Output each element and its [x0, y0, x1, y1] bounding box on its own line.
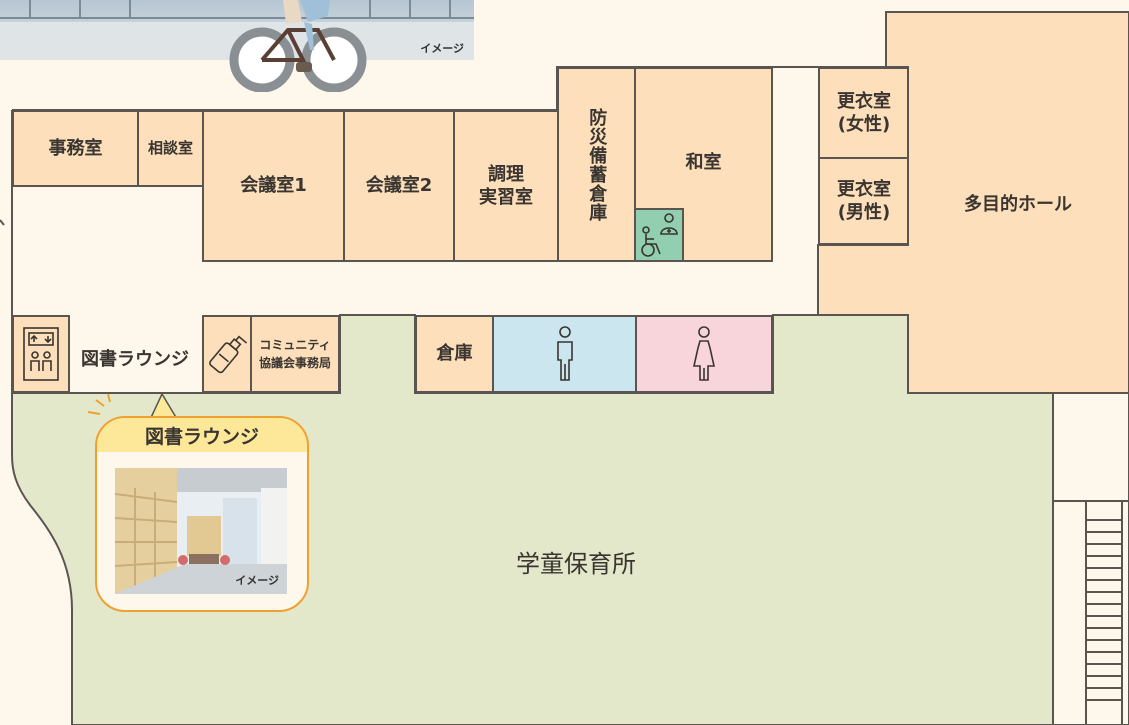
- room-kaigi1[interactable]: 会議室1: [202, 110, 345, 262]
- library-callout: 図書ラウンジ イメージ: [95, 416, 309, 612]
- mens-toilet-icon: [556, 326, 573, 381]
- elevator-icon: [23, 327, 59, 381]
- hand-sanitizer-icon: [209, 335, 247, 374]
- room-bousai[interactable]: 防災備蓄倉庫: [557, 67, 636, 262]
- library-label[interactable]: 図書ラウンジ: [81, 349, 189, 370]
- elevator[interactable]: [12, 315, 70, 393]
- room-label: 相談室: [147, 138, 193, 157]
- hand-sanitizer-station: [202, 315, 252, 393]
- mens-toilet[interactable]: [492, 315, 637, 393]
- room-jimushitsu[interactable]: 事務室: [12, 110, 139, 187]
- womens-toilet[interactable]: [635, 315, 773, 393]
- room-koui-men[interactable]: 更衣室 (男性): [818, 157, 910, 245]
- room-label: 事務室: [48, 137, 103, 159]
- room-label-line1: 更衣室: [837, 90, 891, 112]
- callout-title: 図書ラウンジ: [144, 425, 259, 448]
- accessible-toilet-icon[interactable]: [634, 208, 684, 262]
- room-souko[interactable]: 倉庫: [415, 315, 494, 393]
- callout-title-bar: 図書ラウンジ: [97, 418, 307, 452]
- room-hall-label[interactable]: 多目的ホール: [964, 194, 1072, 215]
- room-label-line2: 実習室: [479, 187, 533, 208]
- room-gakudou-label[interactable]: 学童保育所: [516, 550, 636, 578]
- womens-toilet-icon: [693, 326, 715, 381]
- bicycle-icon: [228, 0, 368, 92]
- room-label: 倉庫: [436, 343, 473, 365]
- callout-caption: イメージ: [235, 574, 279, 587]
- hall-shape: [817, 11, 1129, 394]
- room-community[interactable]: コミュニティ 協議会事務局: [250, 315, 340, 393]
- room-chouri[interactable]: 調理 実習室: [453, 110, 559, 262]
- photo-caption: イメージ: [420, 42, 464, 55]
- room-label-line2: (男性): [837, 202, 891, 223]
- room-label: 会議室1: [240, 175, 307, 197]
- room-label-line1: 更衣室: [837, 178, 891, 200]
- room-koui-women[interactable]: 更衣室 (女性): [818, 67, 910, 159]
- room-label: 会議室2: [365, 175, 433, 197]
- room-soudanshitsu[interactable]: 相談室: [137, 110, 204, 187]
- room-label: 和室: [685, 152, 722, 173]
- room-label-line1: 調理: [488, 163, 524, 185]
- room-kaigi2[interactable]: 会議室2: [343, 110, 455, 262]
- library-photo: イメージ: [115, 468, 287, 594]
- room-label-line1: コミュニティ: [259, 338, 331, 352]
- room-label-line2: 協議会事務局: [258, 356, 331, 370]
- room-label-line2: (女性): [837, 114, 891, 135]
- room-label: 防災備蓄倉庫: [586, 107, 608, 222]
